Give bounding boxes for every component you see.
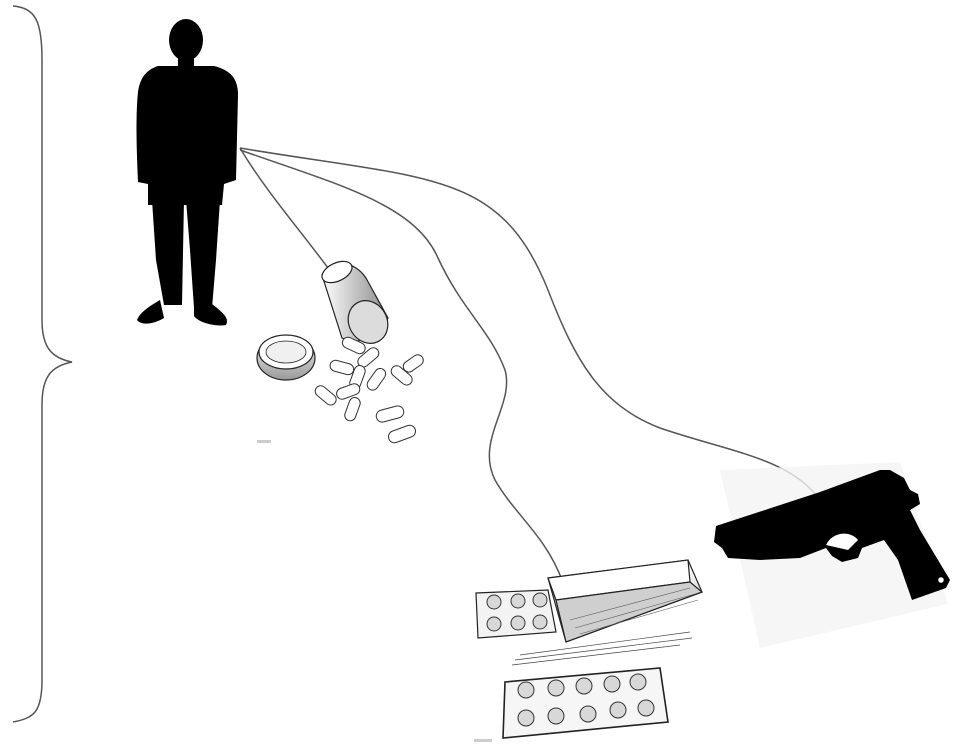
connector-person-to-pill-bottle [240,148,328,268]
left-brace [13,6,72,722]
person-silhouette-icon [137,19,239,325]
connector-person-to-handgun [240,148,820,500]
blister-pack-box-icon [474,560,702,742]
spilled-pill-bottle-icon [257,257,425,444]
handgun-icon [714,462,950,648]
